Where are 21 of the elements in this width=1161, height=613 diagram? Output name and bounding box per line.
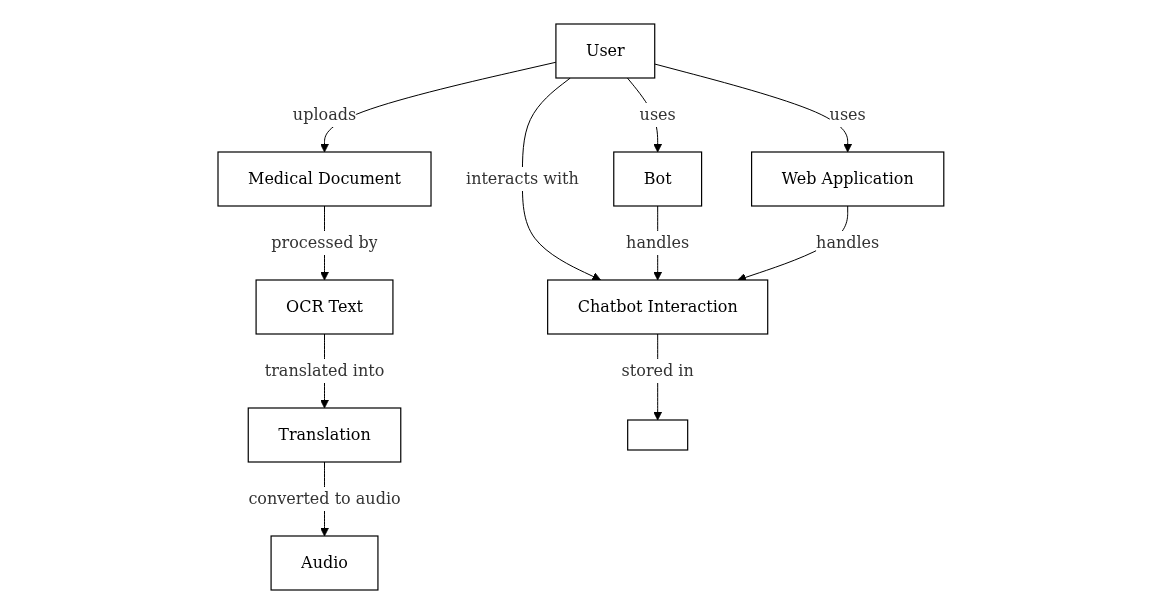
node-box: Bot [612, 150, 702, 207]
node-box: Audio [270, 534, 379, 591]
edge-label: stored in [621, 360, 694, 380]
edge-label: handles [625, 232, 689, 252]
node-box: User [554, 22, 655, 79]
node-box: OCR Text [255, 278, 394, 335]
edge-label: uploads [292, 104, 356, 124]
arrow [319, 61, 556, 152]
edge-label: processed by [270, 232, 378, 252]
node-box: Translation [247, 406, 401, 463]
node-box [626, 418, 688, 451]
node-box: Chatbot Interaction [546, 278, 768, 335]
edge-label: interacts with [465, 168, 579, 188]
node-box: Medical Document [217, 150, 432, 207]
node-box: Web Application [750, 150, 944, 207]
edge-label: translated into [264, 360, 384, 380]
edge-label: uses [639, 104, 676, 124]
edge-label: handles [815, 232, 879, 252]
arrow [521, 77, 601, 281]
edge-label: converted to audio [247, 488, 401, 508]
edge-label: uses [829, 104, 866, 124]
